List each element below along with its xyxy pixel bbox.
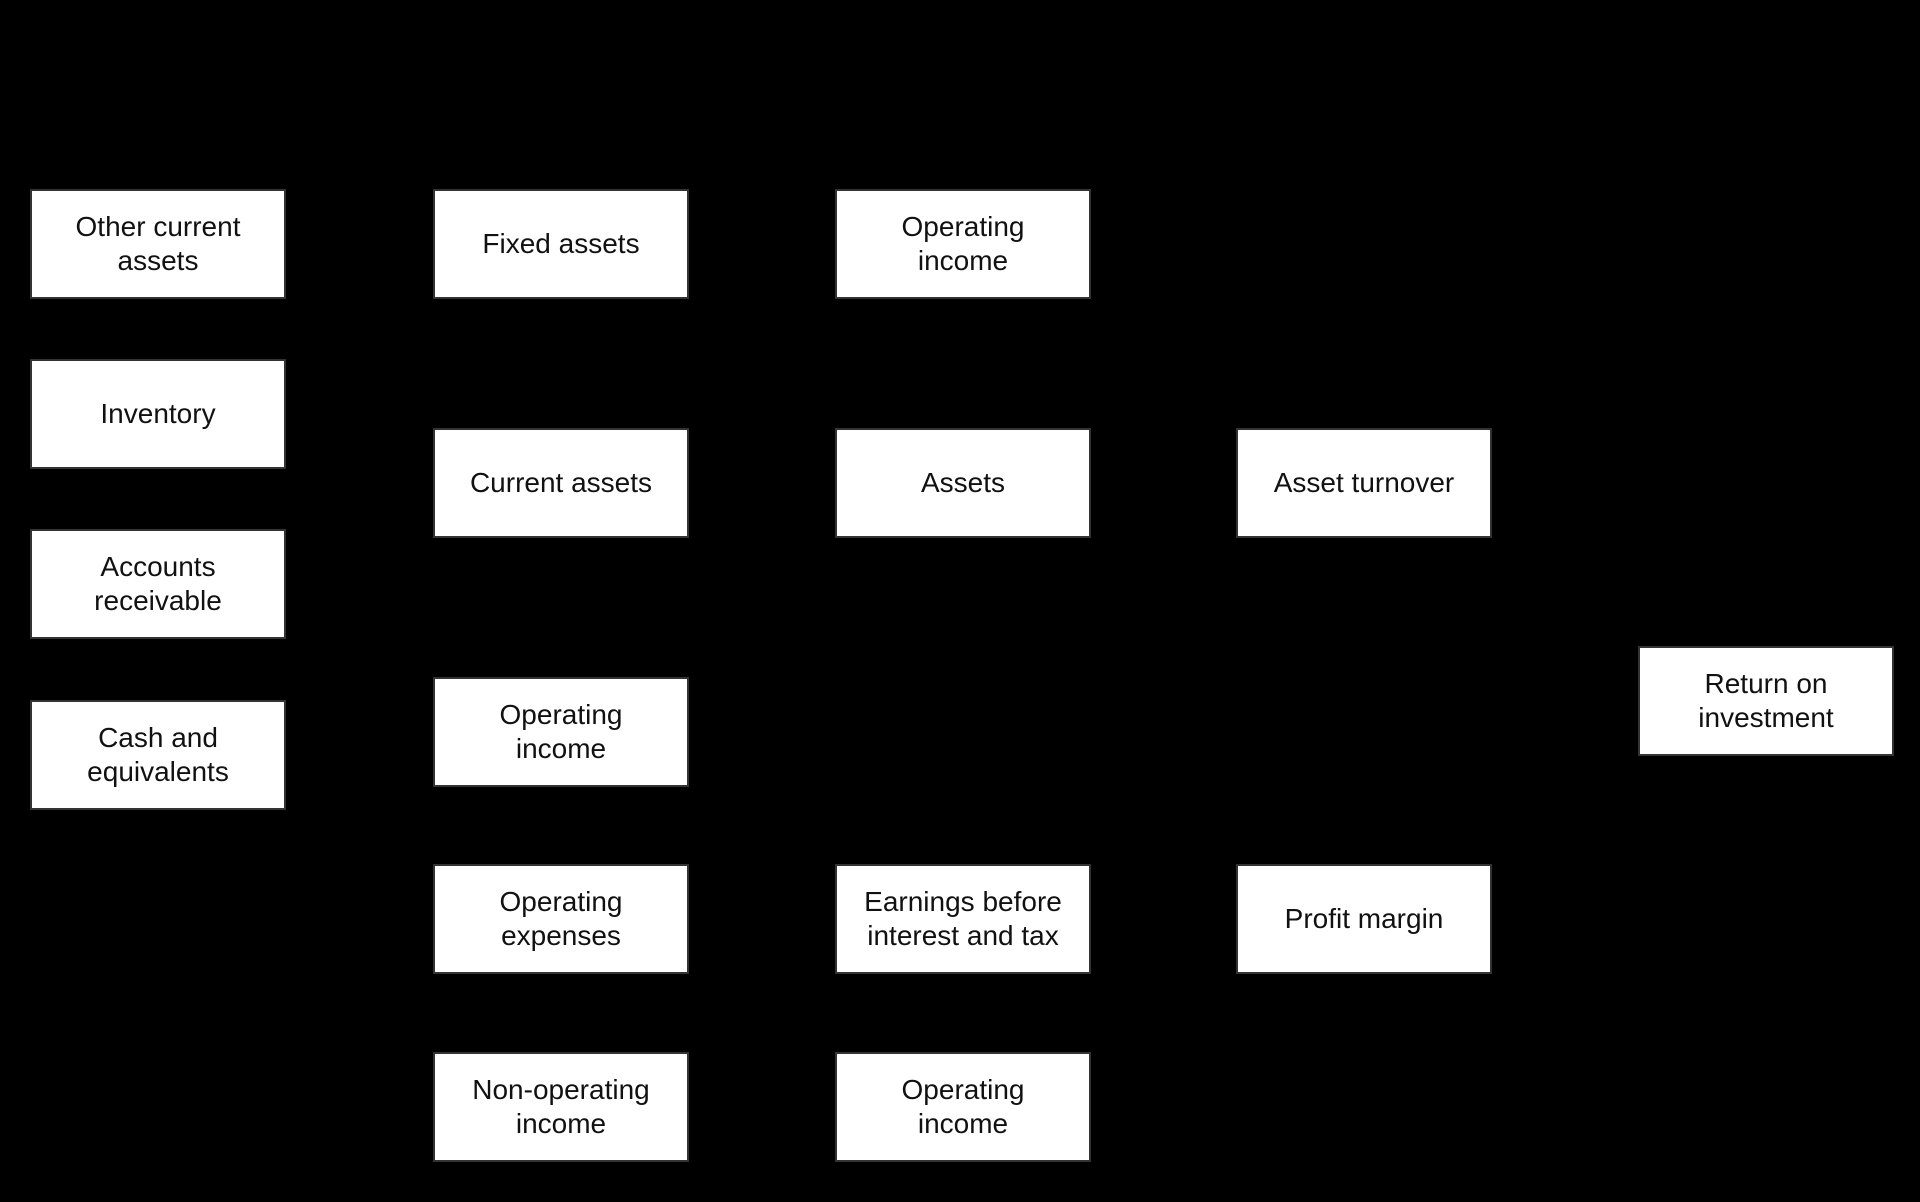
node-current-assets: Current assets [433,428,689,538]
node-label: Current assets [469,467,653,499]
node-non-operating-income: Non-operating income [433,1052,689,1162]
node-operating-income-2: Operating income [835,189,1091,299]
node-profit-margin: Profit margin [1236,864,1492,974]
node-label: Operating income [499,699,623,764]
node-label: Operating expenses [499,886,623,951]
node-label: Return on investment [1698,668,1834,733]
node-label: Operating income [901,1074,1025,1139]
node-label: Non-operating income [472,1074,650,1139]
node-label: Assets [920,467,1006,499]
node-label: Earnings before interest and tax [864,886,1062,951]
node-operating-expenses: Operating expenses [433,864,689,974]
node-label: Asset turnover [1273,467,1455,499]
node-asset-turnover: Asset turnover [1236,428,1492,538]
node-earnings-before-interest-and-tax: Earnings before interest and tax [835,864,1091,974]
node-operating-income-3: Operating income [835,1052,1091,1162]
node-label: Profit margin [1284,903,1444,935]
node-label: Fixed assets [482,228,640,260]
node-label: Inventory [100,398,216,430]
node-operating-income-1: Operating income [433,677,689,787]
node-label: Other current assets [75,211,241,276]
node-accounts-receivable: Accounts receivable [30,529,286,639]
node-assets: Assets [835,428,1091,538]
node-inventory: Inventory [30,359,286,469]
node-label: Cash and equivalents [87,722,229,787]
node-label: Operating income [901,211,1025,276]
node-label: Accounts receivable [94,551,222,616]
node-fixed-assets: Fixed assets [433,189,689,299]
node-other-current-assets: Other current assets [30,189,286,299]
node-return-on-investment: Return on investment [1638,646,1894,756]
node-cash-and-equivalents: Cash and equivalents [30,700,286,810]
